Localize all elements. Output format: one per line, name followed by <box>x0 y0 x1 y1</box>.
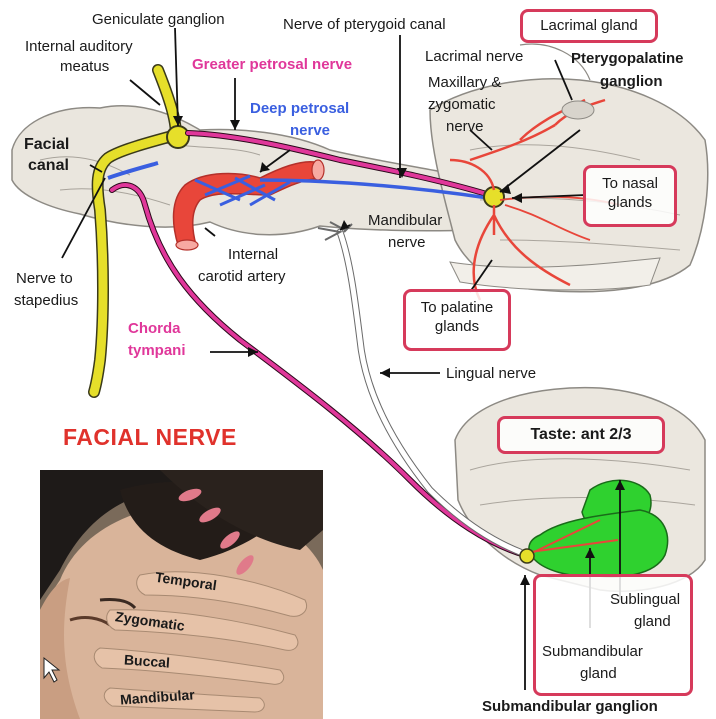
label-mandibular-nerve: Mandibular <box>368 212 442 229</box>
face-photo: Temporal Zygomatic Buccal Mandibular <box>40 470 323 719</box>
label-deep-petrosal-nerve: Deep petrosal <box>250 100 349 117</box>
label-taste: Taste: ant 2/3 <box>530 426 631 443</box>
label-chorda-tympani: Chorda <box>128 320 181 337</box>
diagram-title: FACIAL NERVE <box>63 424 237 451</box>
label-submandibular-gland-2: gland <box>580 665 617 682</box>
label-internal-auditory-meatus: Internal auditory <box>25 38 133 55</box>
label-to-palatine: To palatine <box>406 299 508 318</box>
lacrimal-gland-shape <box>562 101 594 119</box>
label-facial-canal-2: canal <box>28 157 69 175</box>
label-mandibular-nerve-2: nerve <box>388 234 426 251</box>
box-taste: Taste: ant 2/3 <box>497 416 665 454</box>
label-internal-carotid-2: carotid artery <box>198 268 286 285</box>
label-maxillary-zygomatic: Maxillary & <box>428 74 501 91</box>
label-to-nasal: To nasal <box>586 175 674 194</box>
label-lacrimal-nerve: Lacrimal nerve <box>425 48 523 65</box>
label-geniculate-ganglion: Geniculate ganglion <box>92 11 225 28</box>
label-lacrimal-gland: Lacrimal gland <box>540 17 638 34</box>
box-lacrimal-gland: Lacrimal gland <box>520 9 658 43</box>
label-facial-canal: Facial <box>24 136 69 154</box>
geniculate-ganglion <box>167 126 189 148</box>
label-maxillary-zygomatic-3: nerve <box>446 118 484 135</box>
label-pterygopalatine-ganglion: Pterygopalatine <box>571 50 684 67</box>
label-maxillary-zygomatic-2: zygomatic <box>428 96 496 113</box>
label-chorda-tympani-2: tympani <box>128 342 186 359</box>
box-to-palatine-glands: To palatine glands <box>403 289 511 351</box>
branch-buccal: Buccal <box>123 651 170 670</box>
label-lingual-nerve: Lingual nerve <box>446 365 536 382</box>
label-to-nasal-2: glands <box>586 194 674 213</box>
label-submandibular-ganglion: Submandibular ganglion <box>482 698 658 715</box>
label-sublingual-gland-2: gland <box>634 613 671 630</box>
label-to-palatine-2: glands <box>406 318 508 337</box>
label-deep-petrosal-nerve-2: nerve <box>290 122 330 139</box>
box-glands: Sublingual gland Submandibular gland <box>533 574 693 696</box>
box-to-nasal-glands: To nasal glands <box>583 165 677 227</box>
label-submandibular-gland: Submandibular <box>542 643 643 660</box>
label-nerve-pterygoid-canal: Nerve of pterygoid canal <box>283 16 446 33</box>
label-pterygopalatine-ganglion-2: ganglion <box>600 73 663 90</box>
submandibular-ganglion <box>520 549 534 563</box>
label-nerve-to-stapedius: Nerve to <box>16 270 73 287</box>
label-internal-carotid: Internal <box>228 246 278 263</box>
face-illustration <box>40 470 323 719</box>
label-greater-petrosal-nerve: Greater petrosal nerve <box>192 56 352 73</box>
label-internal-auditory-meatus-2: meatus <box>60 58 109 75</box>
label-nerve-to-stapedius-2: stapedius <box>14 292 78 309</box>
label-sublingual-gland: Sublingual <box>610 591 680 608</box>
